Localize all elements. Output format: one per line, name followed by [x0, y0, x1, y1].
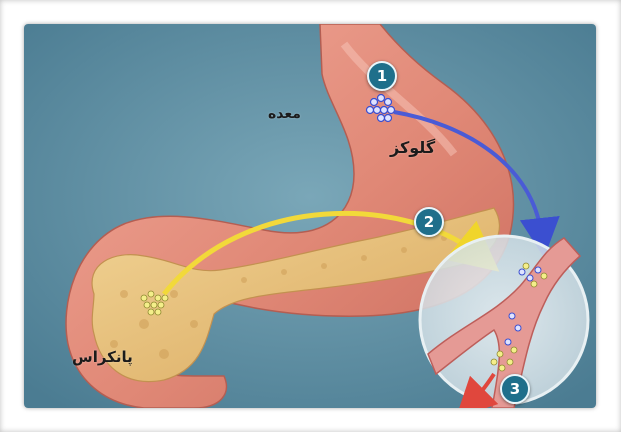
- pancreas-label: پانکراس: [72, 348, 133, 366]
- step-1-badge: 1: [367, 61, 397, 91]
- stomach-label: معده: [268, 106, 301, 122]
- step-3-badge: 3: [500, 374, 530, 404]
- glucose-label: گلوکز: [390, 138, 435, 157]
- illustration-panel: معده گلوکز پانکراس 1 2 3: [24, 24, 596, 408]
- step-2-badge: 2: [414, 207, 444, 237]
